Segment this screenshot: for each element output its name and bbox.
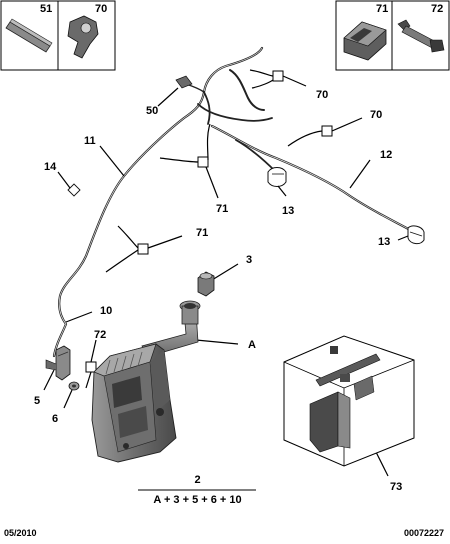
washer-pump-part — [45, 345, 71, 381]
clip-14-part — [67, 183, 81, 197]
clip-50-part — [175, 75, 193, 89]
detail-box-73 — [283, 335, 415, 467]
label-A: A — [248, 339, 256, 351]
label-72: 72 — [94, 329, 106, 341]
footer-date: 05/2010 — [4, 528, 37, 538]
reservoir-cap-part — [197, 271, 215, 297]
label-71-b: 71 — [196, 227, 208, 239]
nozzle-13-middle — [267, 167, 287, 187]
washer-reservoir — [91, 300, 201, 463]
marker-71-b — [137, 243, 149, 255]
label-70-b: 70 — [370, 109, 382, 121]
label-70-box: 70 — [95, 3, 107, 15]
assembly-formula: A + 3 + 5 + 6 + 10 — [153, 494, 242, 506]
label-13-middle: 13 — [282, 205, 294, 217]
inset-box-top-right: 71 72 — [335, 0, 450, 71]
label-73: 73 — [390, 481, 402, 493]
label-14: 14 — [44, 161, 57, 173]
label-10: 10 — [100, 305, 112, 317]
footer-code: 00072227 — [403, 528, 444, 538]
marker-70-b — [321, 125, 333, 137]
leader-lines — [43, 69, 409, 477]
label-11: 11 — [84, 135, 96, 147]
label-72-box: 72 — [431, 3, 443, 15]
inset-box-top-left: 51 70 — [0, 0, 116, 71]
label-5: 5 — [34, 395, 40, 407]
marker-72 — [85, 361, 97, 373]
clamp-block-part — [343, 21, 387, 61]
label-51: 51 — [40, 3, 52, 15]
nozzle-13-right — [407, 225, 425, 245]
label-50: 50 — [146, 105, 158, 117]
label-71-box: 71 — [376, 3, 388, 15]
label-3: 3 — [246, 254, 252, 266]
label-13-right: 13 — [378, 236, 390, 248]
label-12: 12 — [380, 149, 392, 161]
marker-70-a — [272, 70, 284, 82]
marker-71-a — [197, 156, 209, 168]
label-6: 6 — [52, 413, 58, 425]
label-70-a: 70 — [316, 89, 328, 101]
pump-grommet-part — [68, 381, 80, 391]
assembly-number: 2 — [194, 474, 201, 486]
foam-strip-part — [5, 18, 53, 53]
push-rivet-part — [397, 19, 445, 53]
hose-clip-part — [67, 15, 99, 59]
label-71-a: 71 — [216, 203, 228, 215]
